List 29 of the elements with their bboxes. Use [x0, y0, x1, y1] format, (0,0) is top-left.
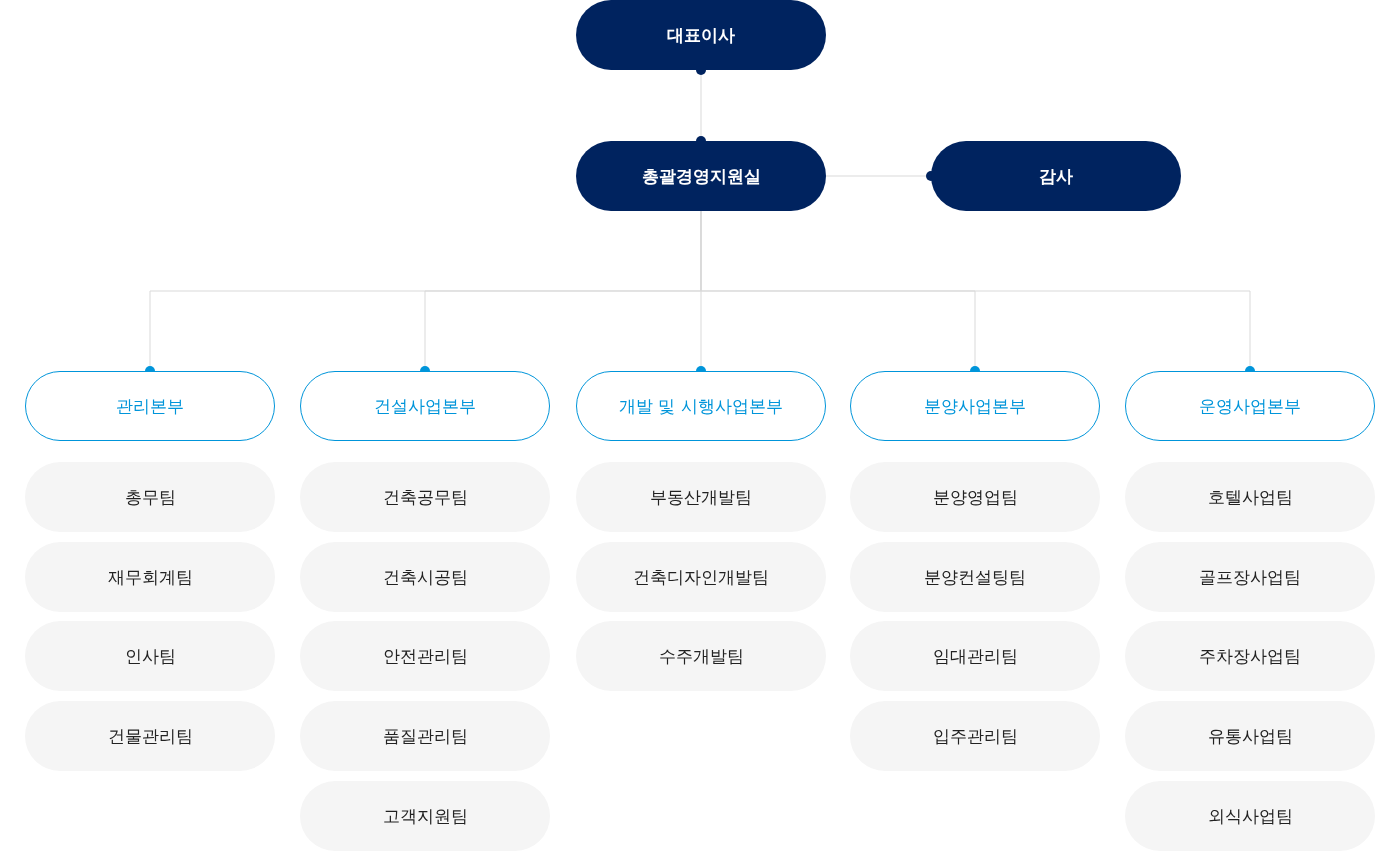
team-box: 건물관리팀: [25, 701, 275, 771]
team-box: 주차장사업팀: [1125, 621, 1375, 691]
team-box: 총무팀: [25, 462, 275, 532]
team-box: 고객지원팀: [300, 781, 550, 851]
team-box: 분양영업팀: [850, 462, 1100, 532]
team-box: 안전관리팀: [300, 621, 550, 691]
team-box: 외식사업팀: [1125, 781, 1375, 851]
team-box: 재무회계팀: [25, 542, 275, 612]
team-box: 건축시공팀: [300, 542, 550, 612]
division-box: 운영사업본부: [1125, 371, 1375, 441]
team-box: 입주관리팀: [850, 701, 1100, 771]
division-box: 개발 및 시행사업본부: [576, 371, 826, 441]
team-box: 인사팀: [25, 621, 275, 691]
team-box: 품질관리팀: [300, 701, 550, 771]
team-box: 건축디자인개발팀: [576, 542, 826, 612]
team-box: 골프장사업팀: [1125, 542, 1375, 612]
team-box: 분양컨설팅팀: [850, 542, 1100, 612]
team-box: 호텔사업팀: [1125, 462, 1375, 532]
executive-box: 대표이사: [576, 0, 826, 70]
team-box: 건축공무팀: [300, 462, 550, 532]
team-box: 임대관리팀: [850, 621, 1100, 691]
team-box: 부동산개발팀: [576, 462, 826, 532]
division-box: 건설사업본부: [300, 371, 550, 441]
executive-box: 총괄경영지원실: [576, 141, 826, 211]
division-box: 관리본부: [25, 371, 275, 441]
team-box: 유통사업팀: [1125, 701, 1375, 771]
division-box: 분양사업본부: [850, 371, 1100, 441]
executive-box: 감사: [931, 141, 1181, 211]
team-box: 수주개발팀: [576, 621, 826, 691]
